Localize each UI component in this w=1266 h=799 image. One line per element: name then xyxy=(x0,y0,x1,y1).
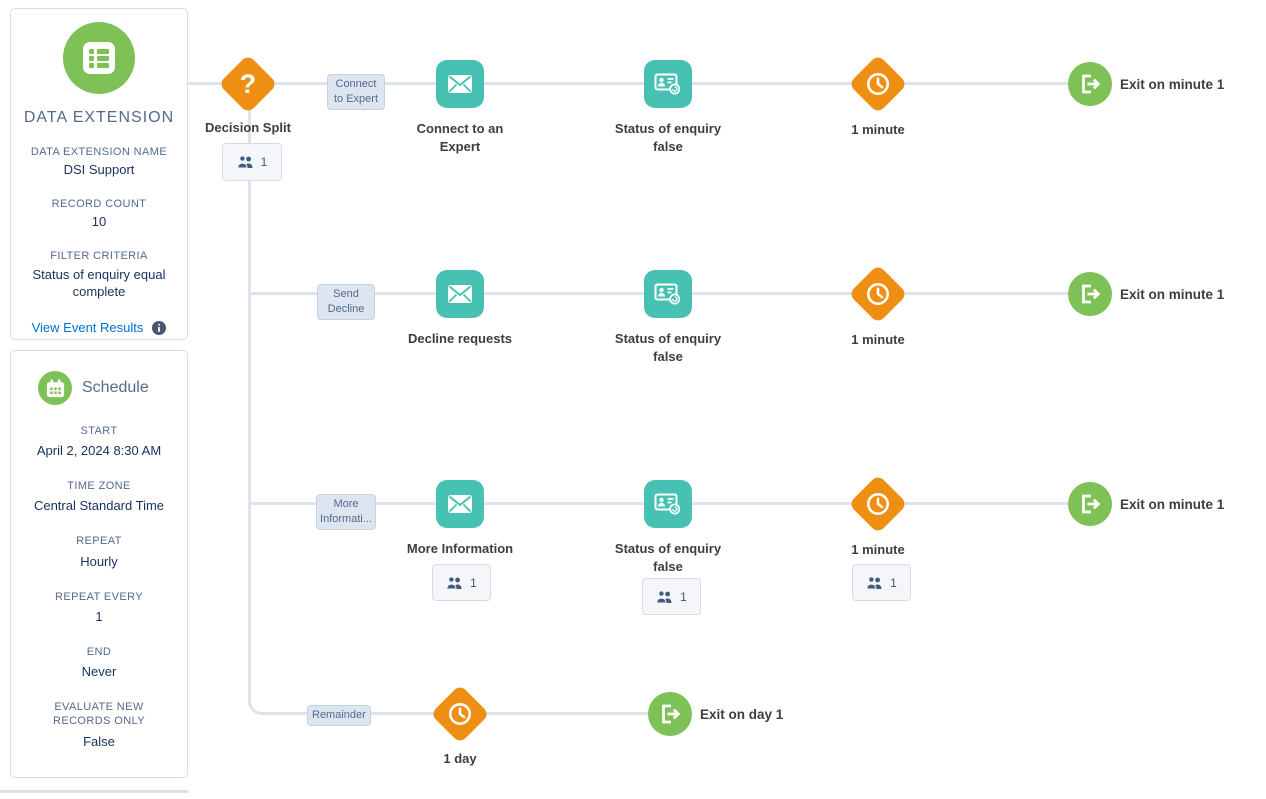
email-icon xyxy=(448,75,472,93)
wait-node-1-minute-2[interactable] xyxy=(848,264,908,324)
field-value: Never xyxy=(81,664,117,680)
clock-icon xyxy=(867,493,889,515)
exit-node-2[interactable] xyxy=(1068,272,1112,316)
contacts-icon xyxy=(866,575,883,590)
field-value: DSI Support xyxy=(63,162,135,178)
horizontal-scrollbar[interactable] xyxy=(0,790,188,793)
field-label: END xyxy=(86,645,112,658)
field-value: 1 xyxy=(95,608,103,624)
field-value: April 2, 2024 8:30 AM xyxy=(36,443,162,459)
email-icon xyxy=(448,495,472,513)
clock-icon xyxy=(449,703,471,725)
update-contact-count-badge[interactable]: 1 xyxy=(642,578,701,615)
field-label: REPEAT xyxy=(76,535,122,548)
field-value: Central Standard Time xyxy=(33,498,165,514)
field-repeat-every: REPEAT EVERY 1 xyxy=(11,590,187,626)
wait-node-1-day[interactable] xyxy=(430,684,490,744)
schedule-panel[interactable]: Schedule START April 2, 2024 8:30 AM TIM… xyxy=(10,350,188,778)
data-extension-icon xyxy=(63,22,135,94)
exit-node-label: Exit on day 1 xyxy=(700,707,784,722)
question-mark-icon: ? xyxy=(239,68,257,99)
exit-node-label: Exit on minute 1 xyxy=(1120,287,1225,302)
email-node-label: More Information xyxy=(406,541,514,556)
contact-count: 1 xyxy=(260,155,268,169)
contact-count: 1 xyxy=(470,575,477,590)
email-node-more-information[interactable] xyxy=(436,480,484,528)
update-contact-node-status-enquiry-1[interactable] xyxy=(644,60,692,108)
connector-trunk-line xyxy=(248,83,670,715)
path-label-remainder[interactable]: Remainder xyxy=(307,705,371,726)
update-contact-node-status-enquiry-3[interactable] xyxy=(644,480,692,528)
field-end: END Never xyxy=(11,645,187,681)
exit-icon xyxy=(1082,284,1101,304)
field-value: Hourly xyxy=(80,553,118,569)
contacts-icon xyxy=(656,589,673,604)
field-filter-criteria: FILTER CRITERIA Status of enquiry equal … xyxy=(11,249,187,300)
email-node-decline-requests[interactable] xyxy=(436,270,484,318)
wait-node-label: 1 minute xyxy=(851,542,905,557)
wait-node-1-minute-1[interactable] xyxy=(848,54,908,114)
contact-count: 1 xyxy=(680,589,687,604)
update-contact-icon xyxy=(654,73,681,95)
field-time-zone: TIME ZONE Central Standard Time xyxy=(11,479,187,515)
field-label: REPEAT EVERY xyxy=(55,590,143,603)
field-label: FILTER CRITERIA xyxy=(50,250,148,263)
field-repeat: REPEAT Hourly xyxy=(11,534,187,570)
clock-icon xyxy=(867,283,889,305)
field-record-count: RECORD COUNT 10 xyxy=(11,197,187,231)
field-label: EVALUATE NEW RECORDS ONLY xyxy=(53,700,145,728)
update-contact-icon xyxy=(654,493,681,515)
field-evaluate-new-records: EVALUATE NEW RECORDS ONLY False xyxy=(11,700,187,750)
wait-node-1-minute-3[interactable] xyxy=(848,474,908,534)
field-value: False xyxy=(83,733,115,749)
exit-node-1[interactable] xyxy=(1068,62,1112,106)
wait-node-label: 1 minute xyxy=(851,332,905,347)
email-icon xyxy=(448,285,472,303)
decision-split-label: Decision Split xyxy=(205,120,291,135)
exit-icon xyxy=(1082,494,1101,514)
path-label-send-decline[interactable]: Send Decline xyxy=(317,284,375,320)
update-contact-node-label: Status of enquiry false xyxy=(614,331,722,364)
data-extension-panel[interactable]: DATA EXTENSION DATA EXTENSION NAME DSI S… xyxy=(10,8,188,340)
field-value: Status of enquiry equal complete xyxy=(32,266,166,299)
update-contact-node-label: Status of enquiry false xyxy=(614,541,722,574)
update-contact-icon xyxy=(654,283,681,305)
wait-node-label: 1 day xyxy=(443,751,477,766)
path-label-more-information[interactable]: More Informati... xyxy=(316,494,376,530)
exit-icon xyxy=(1082,74,1101,94)
exit-node-label: Exit on minute 1 xyxy=(1120,77,1225,92)
clock-icon xyxy=(867,73,889,95)
contacts-icon xyxy=(236,155,254,169)
field-start: START April 2, 2024 8:30 AM xyxy=(11,424,187,460)
field-data-extension-name: DATA EXTENSION NAME DSI Support xyxy=(11,145,187,179)
contacts-icon xyxy=(446,575,463,590)
wait-node-label: 1 minute xyxy=(851,122,905,137)
view-event-results-link[interactable]: View Event Results xyxy=(31,320,144,336)
field-label: RECORD COUNT xyxy=(51,198,147,211)
exit-icon xyxy=(662,704,681,724)
field-label: DATA EXTENSION NAME xyxy=(30,146,168,158)
email-contact-count-badge[interactable]: 1 xyxy=(432,564,491,601)
data-extension-title: DATA EXTENSION xyxy=(23,109,175,126)
exit-node-4[interactable] xyxy=(648,692,692,736)
field-label: START xyxy=(80,425,118,437)
field-label: TIME ZONE xyxy=(67,480,131,493)
update-contact-node-status-enquiry-2[interactable] xyxy=(644,270,692,318)
exit-node-label: Exit on minute 1 xyxy=(1120,497,1225,512)
info-icon[interactable] xyxy=(152,320,167,335)
wait-contact-count-badge[interactable]: 1 xyxy=(852,564,911,601)
email-node-label: Connect to an Expert xyxy=(416,121,504,154)
email-node-connect-to-an-expert[interactable] xyxy=(436,60,484,108)
connector-line-branch-1 xyxy=(188,82,1090,85)
email-node-label: Decline requests xyxy=(407,331,513,346)
field-value: 10 xyxy=(91,214,107,230)
schedule-title: Schedule xyxy=(82,379,149,396)
contact-count: 1 xyxy=(890,575,897,590)
exit-node-3[interactable] xyxy=(1068,482,1112,526)
schedule-calendar-icon xyxy=(38,371,72,405)
update-contact-node-label: Status of enquiry false xyxy=(614,121,722,154)
decision-contact-count-badge[interactable]: 1 xyxy=(222,143,282,181)
path-label-connect-to-expert[interactable]: Connect to Expert xyxy=(327,74,385,110)
